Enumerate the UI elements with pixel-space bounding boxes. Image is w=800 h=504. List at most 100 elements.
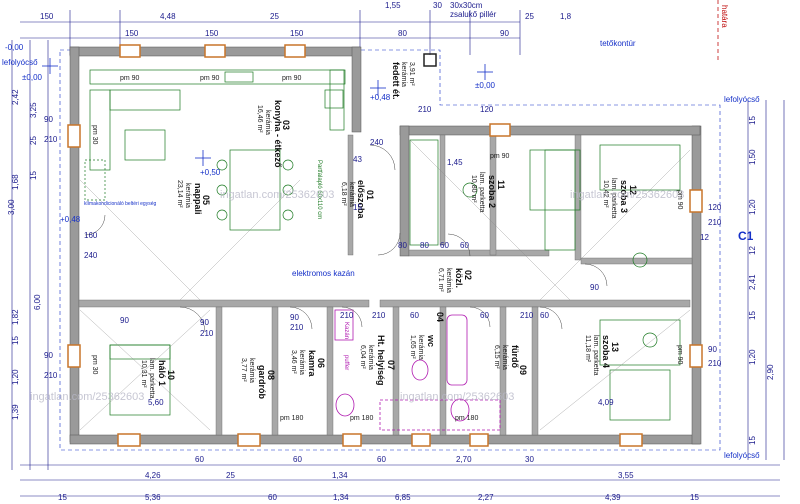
svg-text:210: 210 — [340, 311, 354, 320]
svg-text:150: 150 — [205, 29, 219, 38]
svg-text:4,26: 4,26 — [145, 471, 161, 480]
c1-mark: C1 — [738, 229, 754, 243]
pm-labels: pm 90 pm 90 pm 90 pm 30 pm 90 pm 90 pm 3… — [91, 75, 683, 422]
tile-note: Partfalapló 60x110 cm — [316, 160, 322, 219]
svg-text:3,77 m²: 3,77 m² — [240, 358, 247, 382]
svg-text:kerámia: kerámia — [367, 345, 374, 370]
svg-text:90: 90 — [200, 318, 209, 327]
svg-text:1,50: 1,50 — [748, 149, 757, 165]
svg-text:1,20: 1,20 — [748, 349, 757, 365]
svg-text:2,70: 2,70 — [456, 455, 472, 464]
right-small-dims: 120 210 90 210 — [708, 203, 722, 368]
svg-text:160: 160 — [84, 231, 98, 240]
svg-text:1,39: 1,39 — [11, 404, 20, 420]
svg-text:03: 03 — [281, 120, 291, 130]
svg-text:23,14 m²: 23,14 m² — [176, 180, 183, 208]
pillar-note-2: zsalukő pillér — [450, 10, 497, 19]
svg-text:90: 90 — [44, 351, 53, 360]
svg-text:kamra: kamra — [307, 350, 317, 378]
svg-text:kerámia: kerámia — [264, 110, 271, 135]
svg-text:210: 210 — [290, 323, 304, 332]
svg-text:15: 15 — [748, 436, 757, 445]
svg-text:210: 210 — [372, 311, 386, 320]
svg-text:02: 02 — [463, 270, 473, 280]
svg-text:3,91 m²: 3,91 m² — [408, 62, 415, 86]
svg-text:6,00: 6,00 — [33, 294, 42, 310]
svg-text:pm 90: pm 90 — [200, 75, 220, 82]
svg-text:210: 210 — [44, 371, 58, 380]
room-kamra: 06 kamra kerámia 3,46 m² — [290, 350, 326, 378]
svg-text:210: 210 — [520, 311, 534, 320]
svg-text:5,36: 5,36 — [145, 493, 161, 502]
svg-text:3,46 m²: 3,46 m² — [290, 350, 297, 374]
svg-text:6,71 m²: 6,71 m² — [437, 268, 444, 292]
svg-text:80: 80 — [398, 29, 407, 38]
svg-text:210: 210 — [200, 329, 214, 338]
svg-text:4,39: 4,39 — [605, 493, 621, 502]
svg-text:13: 13 — [610, 342, 620, 352]
svg-text:15: 15 — [58, 493, 67, 502]
room-eloszoba: 01 előszoba kerámia 6,18 m² — [340, 180, 375, 220]
svg-text:lam. parketta: lam. parketta — [148, 358, 155, 399]
svg-text:+0,48: +0,48 — [60, 215, 81, 224]
svg-text:210: 210 — [708, 359, 722, 368]
svg-text:210: 210 — [708, 218, 722, 227]
room-nappali: 05 nappali kerámia 23,14 m² — [176, 180, 211, 215]
svg-text:60: 60 — [540, 311, 549, 320]
interior-walls — [78, 134, 693, 436]
svg-text:1,34: 1,34 — [332, 471, 348, 480]
svg-text:ingatlan.com/25362603: ingatlan.com/25362603 — [220, 189, 334, 201]
svg-text:2,90: 2,90 — [766, 364, 775, 380]
svg-text:kerámia: kerámia — [400, 62, 407, 87]
svg-text:15: 15 — [748, 116, 757, 125]
svg-text:konyha - étkező: konyha - étkező — [273, 100, 283, 168]
svg-text:11,18 m²: 11,18 m² — [584, 335, 591, 363]
svg-text:210: 210 — [44, 135, 58, 144]
pillar — [423, 53, 437, 67]
svg-text:80: 80 — [398, 241, 407, 250]
svg-text:240: 240 — [370, 138, 384, 147]
electric-boiler-label: elektromos kazán — [292, 269, 355, 278]
windows — [67, 44, 703, 447]
room-wc: 04 wc kerámia 1,65 m² — [409, 312, 445, 360]
svg-text:pm 180: pm 180 — [350, 415, 373, 422]
svg-text:fedett ét.: fedett ét. — [391, 62, 401, 100]
svg-text:szoba 4: szoba 4 — [601, 335, 611, 368]
svg-text:pm 90: pm 90 — [676, 190, 683, 210]
furniture — [84, 69, 681, 421]
svg-text:1,68: 1,68 — [11, 174, 20, 190]
svg-text:3,25: 3,25 — [29, 102, 38, 118]
svg-text:kerámia: kerámia — [184, 183, 191, 208]
svg-text:-0,00: -0,00 — [5, 43, 24, 52]
plot-boundary-label: határa — [720, 5, 729, 28]
svg-text:15: 15 — [11, 336, 20, 345]
svg-text:6,85: 6,85 — [395, 493, 411, 502]
svg-text:ingatlan.com/25362603: ingatlan.com/25362603 — [30, 391, 144, 403]
svg-text:10,80 m²: 10,80 m² — [470, 175, 477, 203]
hatch-lines — [79, 139, 691, 431]
room-furdo: 09 fürdő kerámia 6,15 m² — [493, 345, 528, 375]
svg-text:kerámia: kerámia — [248, 358, 255, 383]
svg-text:±0,00: ±0,00 — [22, 73, 43, 82]
svg-text:4,48: 4,48 — [160, 12, 176, 21]
svg-text:15: 15 — [748, 311, 757, 320]
svg-text:30: 30 — [433, 1, 442, 10]
dim-409: 4,09 — [598, 398, 614, 407]
svg-text:10,42 m²: 10,42 m² — [602, 180, 609, 208]
svg-text:kerámia: kerámia — [501, 345, 508, 370]
section-marks — [42, 58, 493, 166]
svg-text:60: 60 — [480, 311, 489, 320]
svg-text:16,46 m²: 16,46 m² — [256, 105, 263, 133]
level-marks: ±0,00 +0,48 +0,50 +0,48 ±0,00 -0,00 — [5, 43, 496, 224]
svg-text:±0,00: ±0,00 — [475, 81, 496, 90]
dim-12: 12 — [700, 233, 709, 242]
room-halo1: 10 háló 1 lam. parketta 10,31 m² — [140, 358, 176, 399]
svg-text:6,15 m²: 6,15 m² — [493, 345, 500, 369]
svg-text:120: 120 — [708, 203, 722, 212]
svg-text:kerámia: kerámia — [445, 268, 452, 293]
svg-text:15: 15 — [690, 493, 699, 502]
svg-text:15: 15 — [29, 171, 38, 180]
svg-text:150: 150 — [290, 29, 304, 38]
svg-text:11: 11 — [496, 180, 506, 190]
bottom-dims-row1: 60 60 60 2,70 30 3,55 — [195, 455, 634, 480]
